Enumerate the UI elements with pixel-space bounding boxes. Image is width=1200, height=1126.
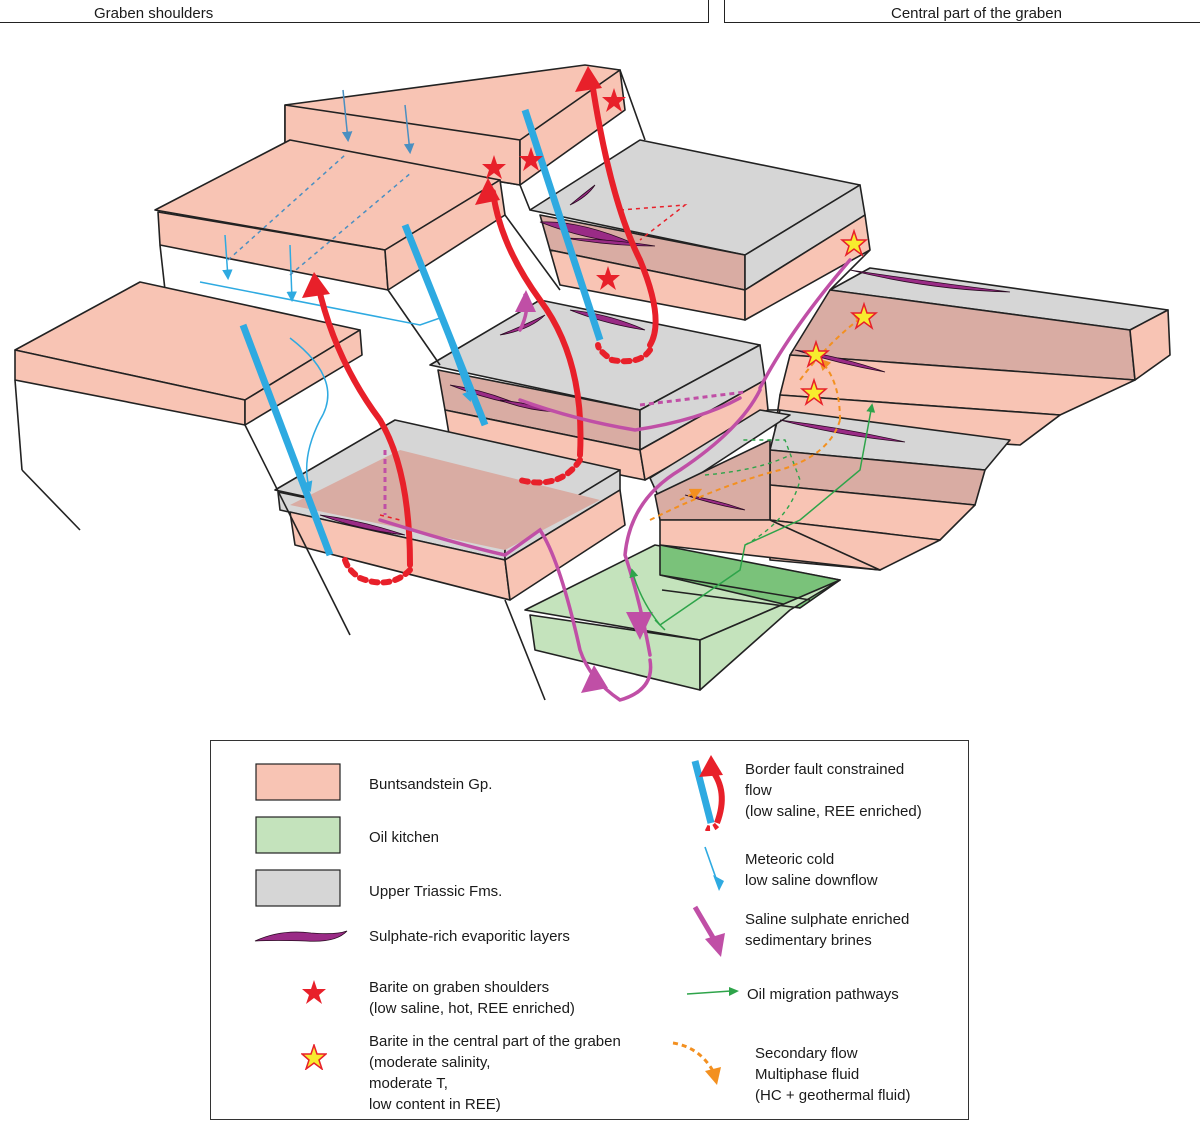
secondary-red-dashed [379,204,688,521]
graben-shoulders-header: Graben shoulders [0,0,709,23]
yellow-star-icon [801,339,831,369]
dotted-magenta [383,390,746,515]
legend-evaporite: Sulphate-rich evaporitic layers [369,928,570,945]
border-fault-flows [315,79,659,586]
yellow-star-icon [301,1044,327,1070]
saline-brine-flows [378,258,852,702]
barite-red-stars [482,88,626,290]
graben-block-diagram [14,64,1171,702]
salmon-rectangle-icon [255,763,341,801]
central-block-middle [429,299,769,481]
central-block-lower [649,409,881,571]
grey-rectangle-icon [255,869,341,907]
legend-secondary-flow: Secondary flow Multiphase fluid (HC + ge… [755,1045,911,1104]
legend-barite-central: Barite in the central part of the graben… [369,1033,621,1113]
legend-buntsandstein: Buntsandstein Gp. [369,776,493,793]
border-fault-arrowheads [302,66,602,298]
blue-arrow-icon [704,846,724,891]
evaporite-lens-icon [254,930,348,942]
meteoric-flow-thin [199,234,473,492]
legend-oil-kitchen: Oil kitchen [369,829,440,846]
green-arrow-icon [686,987,739,996]
shoulder-block-second [154,139,506,291]
barite-yellow-stars [799,228,879,407]
oil-kitchen-block [524,544,841,691]
red-star-icon [482,155,506,179]
graben-shoulders-label: Graben shoulders [94,5,214,22]
red-star-icon [596,266,620,290]
saline-brine-arrowheads [515,290,653,693]
central-graben-label: Central part of the graben [891,5,1062,22]
legend-saline-brines: Saline sulphate enriched sedimentary bri… [745,911,910,949]
border-fault-flow-icon [691,755,725,831]
shoulder-block-lower [274,419,626,601]
yellow-star-icon [799,377,829,407]
magenta-arrow-icon [692,905,725,957]
red-star-icon [302,980,326,1004]
legend-oil-migration: Oil migration pathways [747,986,899,1003]
legend-border-fault-flow: Border fault constrained flow (low salin… [745,761,922,820]
orange-dashed-arrow-icon [672,1041,721,1085]
green-rectangle-icon [255,816,341,854]
legend-upper-triassic: Upper Triassic Fms. [369,883,503,900]
central-graben-header: Central part of the graben [724,0,1200,23]
oil-migration-paths [629,403,876,631]
legend-meteoric: Meteoric cold low saline downflow [745,851,878,889]
yellow-star-icon [849,301,879,331]
oil-migration-dashed [704,439,801,546]
red-star-icon [602,88,626,112]
yellow-star-icon [839,228,869,258]
red-star-icon [519,147,543,171]
meteoric-flow-top [227,89,415,276]
legend-box: Buntsandstein Gp. Oil kitchen Upper Tria… [210,740,969,1120]
legend-barite-shoulders: Barite on graben shoulders (low saline, … [369,979,575,1017]
